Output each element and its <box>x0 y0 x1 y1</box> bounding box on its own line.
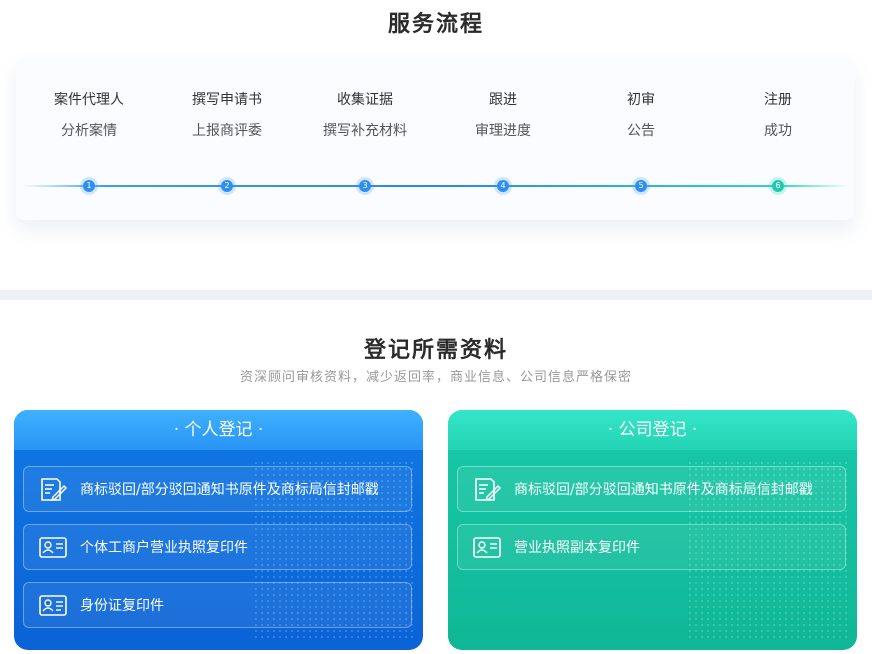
step-marker-6: 6 <box>769 177 787 195</box>
step-number: 2 <box>221 180 233 192</box>
material-item-text: 营业执照副本复印件 <box>514 540 640 556</box>
step-title: 注册 <box>764 92 792 108</box>
step-number: 5 <box>635 180 647 192</box>
material-item-text: 商标驳回/部分驳回通知书原件及商标局信封邮戳 <box>514 482 813 498</box>
process-step-5: 初审 公告 <box>571 90 711 141</box>
step-marker-4: 4 <box>494 177 512 195</box>
document-edit-icon <box>41 478 68 502</box>
material-item: 身份证复印件 <box>23 582 412 628</box>
personal-registration-panel: · 个人登记 · 商标驳回/部分驳回通知书原件及商标局信封邮戳 个体工商户营业执… <box>14 410 423 650</box>
step-number: 4 <box>497 180 509 192</box>
step-number: 6 <box>772 180 784 192</box>
step-title: 初审 <box>627 92 655 108</box>
process-step-1: 案件代理人 分析案情 <box>19 90 159 141</box>
license-card-icon <box>39 537 67 558</box>
material-item: 营业执照副本复印件 <box>457 524 846 570</box>
step-desc: 撰写补充材料 <box>323 123 407 139</box>
license-card-icon <box>473 537 501 558</box>
step-desc: 公告 <box>627 123 655 139</box>
company-registration-panel: · 公司登记 · 商标驳回/部分驳回通知书原件及商标局信封邮戳 营业执照副本复印… <box>448 410 857 650</box>
document-edit-icon <box>475 478 502 502</box>
process-step-3: 收集证据 撰写补充材料 <box>295 90 435 141</box>
step-title: 撰写申请书 <box>192 92 262 108</box>
step-title: 案件代理人 <box>54 92 124 108</box>
step-marker-1: 1 <box>80 177 98 195</box>
step-marker-3: 3 <box>356 177 374 195</box>
step-desc: 分析案情 <box>61 123 117 139</box>
step-desc: 成功 <box>764 123 792 139</box>
process-step-2: 撰写申请书 上报商评委 <box>157 90 297 141</box>
step-number: 1 <box>83 180 95 192</box>
step-desc: 审理进度 <box>475 123 531 139</box>
personal-registration-header: · 个人登记 · <box>14 410 423 450</box>
material-item: 个体工商户营业执照复印件 <box>23 524 412 570</box>
dot-pattern <box>253 460 413 640</box>
step-marker-2: 2 <box>218 177 236 195</box>
materials-subtitle: 资深顾问审核资料，减少返回率，商业信息、公司信息严格保密 <box>239 370 632 385</box>
materials-title: 登记所需资料 <box>363 338 508 363</box>
process-timeline <box>22 185 848 187</box>
material-item: 商标驳回/部分驳回通知书原件及商标局信封邮戳 <box>457 466 846 512</box>
step-number: 3 <box>359 180 371 192</box>
process-step-4: 跟进 审理进度 <box>433 90 573 141</box>
step-title: 跟进 <box>489 92 517 108</box>
step-title: 收集证据 <box>337 92 393 108</box>
step-desc: 上报商评委 <box>192 123 262 139</box>
dot-pattern <box>687 460 847 640</box>
id-card-icon <box>39 595 67 616</box>
section-divider <box>0 290 872 300</box>
material-item-text: 个体工商户营业执照复印件 <box>80 540 248 556</box>
company-registration-header: · 公司登记 · <box>448 410 857 450</box>
process-step-6: 注册 成功 <box>708 90 848 141</box>
step-marker-5: 5 <box>632 177 650 195</box>
service-process-title: 服务流程 <box>387 12 484 37</box>
material-item-text: 身份证复印件 <box>80 598 164 614</box>
material-item-text: 商标驳回/部分驳回通知书原件及商标局信封邮戳 <box>80 482 379 498</box>
process-card: 案件代理人 分析案情 撰写申请书 上报商评委 收集证据 撰写补充材料 跟进 审理… <box>16 58 854 220</box>
material-item: 商标驳回/部分驳回通知书原件及商标局信封邮戳 <box>23 466 412 512</box>
